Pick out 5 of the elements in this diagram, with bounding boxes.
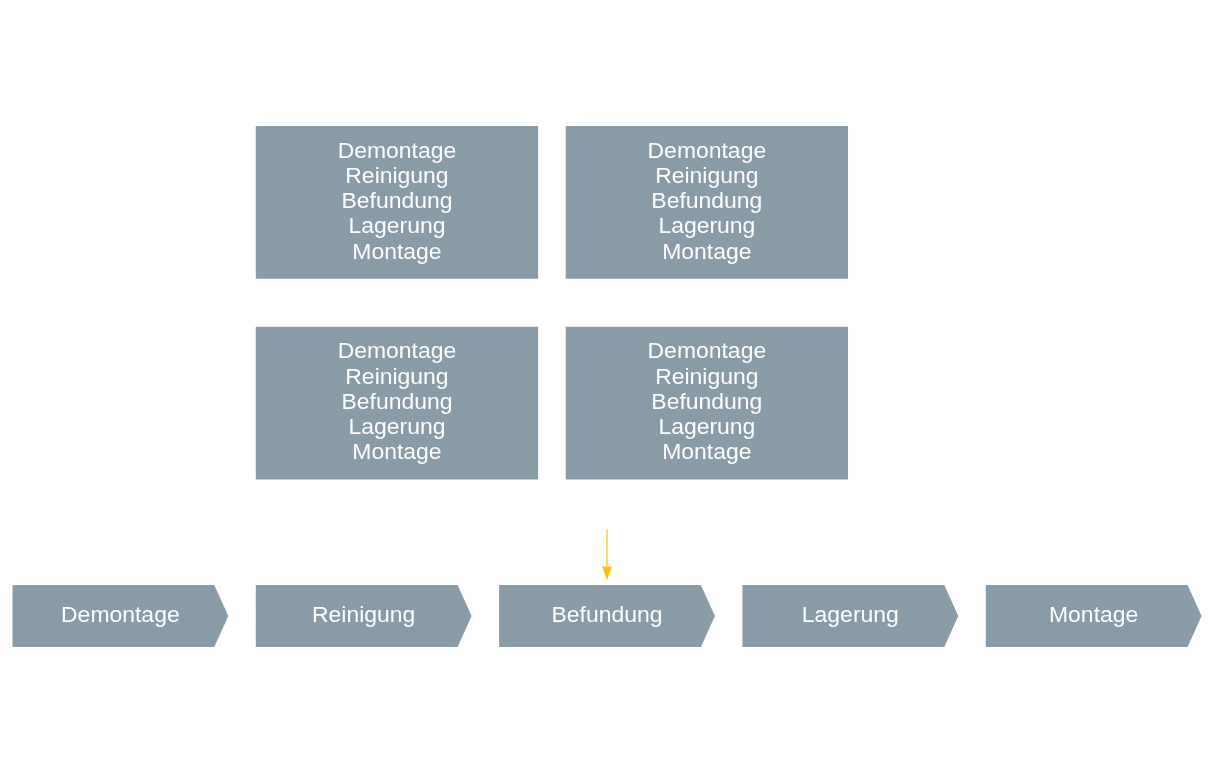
node-box: Demontage Reinigung Befundung Lagerung Montage bbox=[565, 326, 849, 480]
arrow bbox=[602, 528, 612, 581]
node-box: Demontage Reinigung Befundung Lagerung Montage bbox=[565, 126, 849, 279]
node-box: Demontage Reinigung Befundung Lagerung Montage bbox=[255, 126, 539, 279]
node-box: Demontage Reinigung Befundung Lagerung Montage bbox=[255, 326, 539, 480]
